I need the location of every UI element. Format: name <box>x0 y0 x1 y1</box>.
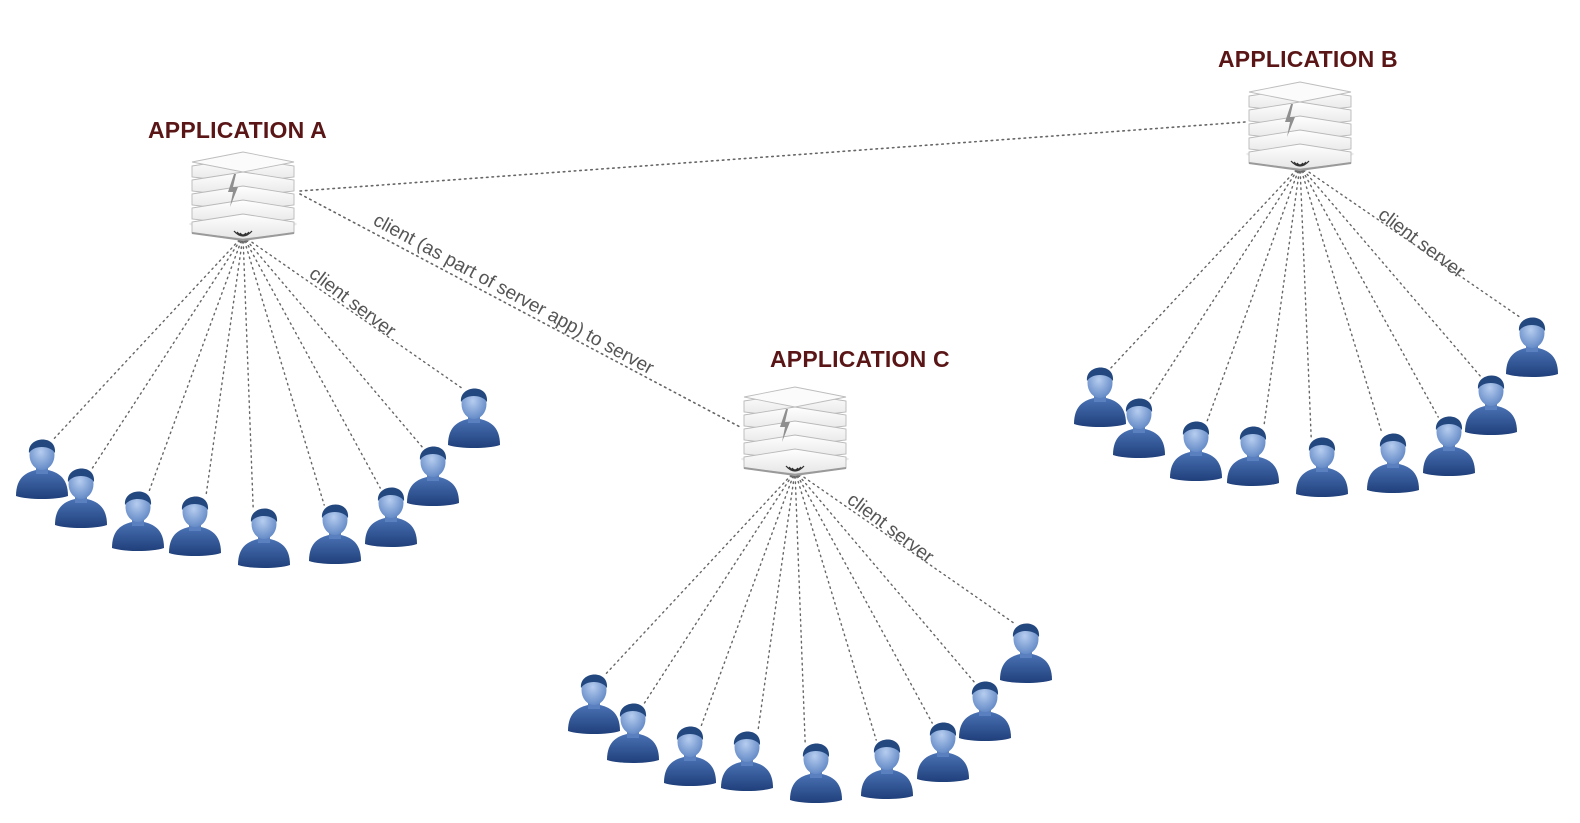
user-icon <box>568 674 620 734</box>
client-link-a-9 <box>242 235 464 390</box>
user-icon <box>1113 398 1165 458</box>
link-a-to-c <box>299 193 743 429</box>
client-link-b-1 <box>1110 165 1301 369</box>
connection-labels: client (as part of server app) to server… <box>305 204 1469 568</box>
lightning-icon <box>780 409 790 442</box>
client-link-b-9 <box>1299 165 1522 319</box>
client-link-c-4 <box>757 470 796 733</box>
user-icon <box>1506 317 1558 377</box>
client-link-b-7 <box>1299 165 1439 418</box>
user-icon <box>721 731 773 791</box>
servers <box>189 81 1354 477</box>
label-client-server-b: client server <box>1374 204 1469 283</box>
application-c-title: APPLICATION C <box>770 346 950 372</box>
application-a-title: APPLICATION A <box>148 117 327 143</box>
server-b-icon <box>1246 81 1354 172</box>
link-a-to-b <box>299 121 1246 192</box>
user-icon <box>407 446 459 506</box>
user-icon <box>607 703 659 763</box>
user-icon <box>1074 367 1126 427</box>
client-link-a-1 <box>52 235 244 441</box>
client-link-a-3 <box>148 235 244 493</box>
server-a-icon <box>189 151 297 242</box>
client-link-b-6 <box>1299 165 1383 435</box>
client-link-a-8 <box>242 235 423 448</box>
client-link-c-2 <box>643 470 796 705</box>
client-link-a-2 <box>91 235 244 470</box>
label-client-server-a: client server <box>305 263 400 342</box>
client-link-c-7 <box>794 470 933 724</box>
lightning-icon <box>228 174 238 207</box>
user-icon <box>790 743 842 803</box>
user-icon <box>16 439 68 499</box>
application-b-title: APPLICATION B <box>1218 46 1398 72</box>
user-icon <box>238 508 290 568</box>
client-link-c-5 <box>794 470 806 745</box>
client-link-a-4 <box>205 235 244 498</box>
user-icon <box>664 726 716 786</box>
label-a-to-c: client (as part of server app) to server <box>370 210 658 379</box>
client-link-c-9 <box>794 470 1016 625</box>
user-icon <box>1296 437 1348 497</box>
user-icon <box>169 496 221 556</box>
user-icon <box>1423 416 1475 476</box>
user-icon <box>1227 426 1279 486</box>
user-icon <box>365 487 417 547</box>
user-icon <box>112 491 164 551</box>
user-icon <box>55 468 107 528</box>
client-link-b-4 <box>1263 165 1301 428</box>
client-link-b-8 <box>1299 165 1481 377</box>
user-icon <box>1465 375 1517 435</box>
client-link-c-1 <box>604 470 796 676</box>
client-link-a-7 <box>242 235 381 489</box>
user-icon <box>309 504 361 564</box>
client-users <box>16 317 1558 803</box>
server-c-icon <box>741 386 849 477</box>
client-link-a-5 <box>242 235 254 510</box>
lightning-icon <box>1285 104 1295 137</box>
user-icon <box>959 681 1011 741</box>
user-icon <box>917 722 969 782</box>
user-icon <box>1170 421 1222 481</box>
client-links <box>52 165 1522 745</box>
client-link-b-2 <box>1149 165 1301 400</box>
client-link-c-8 <box>794 470 975 683</box>
user-icon <box>448 388 500 448</box>
user-icon <box>1000 623 1052 683</box>
user-icon <box>861 739 913 799</box>
server-interconnect-links <box>299 121 1246 429</box>
client-link-b-5 <box>1299 165 1312 439</box>
user-icon <box>1367 433 1419 493</box>
label-client-server-c: client server <box>843 489 938 568</box>
client-link-b-3 <box>1206 165 1301 423</box>
client-link-c-3 <box>700 470 796 728</box>
